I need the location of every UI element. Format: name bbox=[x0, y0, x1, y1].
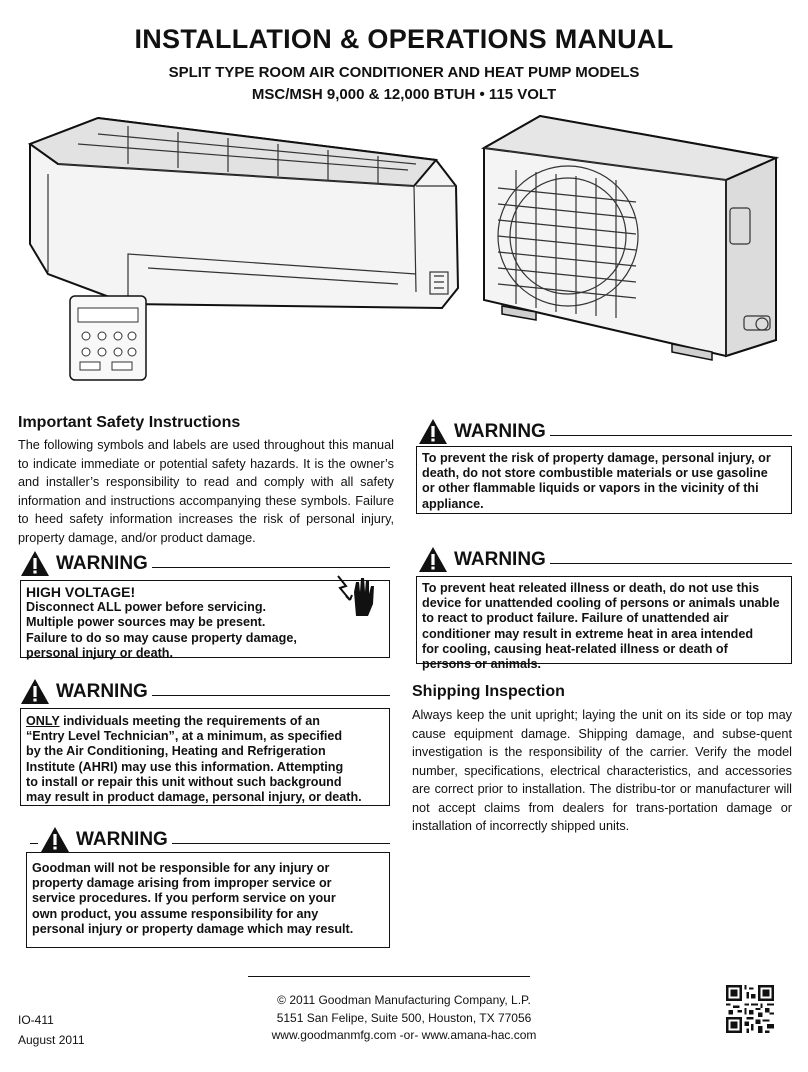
page-subtitle-line2: MSC/MSH 9,000 & 12,000 BTUH • 115 VOLT bbox=[251, 86, 557, 103]
warning-rule bbox=[549, 435, 792, 436]
warning-line: may result in product damage, personal i… bbox=[26, 790, 362, 805]
warning-triangle-icon bbox=[21, 679, 49, 704]
warning-line: Failure to do so may cause property dama… bbox=[26, 630, 297, 645]
warning-rule bbox=[151, 567, 390, 568]
warning-line: personal injury or property damage which… bbox=[32, 921, 354, 936]
warning-line: persons or animals. bbox=[422, 657, 541, 672]
warning-label: WARNING bbox=[56, 680, 148, 702]
page-subtitle-line1: SPLIT TYPE ROOM AIR CONDITIONER AND HEAT… bbox=[168, 64, 640, 81]
warning-line: to react to product failure. Failure of … bbox=[422, 611, 729, 626]
warning-rule bbox=[171, 843, 390, 844]
warning-line: To prevent the risk of property damage, … bbox=[422, 451, 771, 465]
warning-line: Multiple power sources may be present. bbox=[26, 615, 266, 630]
warning-high-voltage-header: WARNING bbox=[20, 550, 390, 577]
warning-label: WARNING bbox=[56, 552, 148, 574]
doc-date: August 2011 bbox=[18, 1033, 85, 1047]
warning-label: WARNING bbox=[454, 548, 546, 570]
warning-rule-left bbox=[30, 843, 38, 844]
warning-label: WARNING bbox=[76, 828, 168, 850]
warning-label: WARNING bbox=[454, 420, 546, 442]
warning-line: To prevent heat releated illness or deat… bbox=[422, 581, 760, 595]
shipping-body: Always keep the unit upright; laying the… bbox=[412, 708, 792, 833]
warning-line: conditioner may result in extreme heat i… bbox=[422, 626, 754, 641]
footer-company-block: © 2011 Goodman Manufacturing Company, L.… bbox=[218, 992, 590, 1045]
footer-doc-info: IO-411 August 2011 bbox=[18, 1010, 85, 1050]
warning-line: appliance. bbox=[422, 496, 484, 511]
warning-line: Institute (AHRI) may use this informatio… bbox=[26, 759, 344, 774]
warning-line-rest: individuals meeting the requirements of … bbox=[59, 714, 320, 728]
outdoor-unit-illustration bbox=[480, 114, 780, 361]
indoor-unit-illustration bbox=[27, 116, 460, 381]
warning-line: ONLY individuals meeting the requirement… bbox=[26, 714, 384, 729]
warning-heat-header: WARNING bbox=[418, 546, 792, 573]
warning-line: Disconnect ALL power before servicing. bbox=[26, 600, 267, 615]
warning-line: personal injury or death. bbox=[26, 645, 173, 660]
electric-shock-hand-icon bbox=[337, 575, 374, 616]
only-emphasis: ONLY bbox=[26, 714, 60, 728]
footer-address: 5151 San Felipe, Suite 500, Houston, TX … bbox=[276, 1010, 532, 1025]
warning-line: death, do not store combustible material… bbox=[422, 466, 768, 481]
warning-line: to install or repair this unit without s… bbox=[26, 774, 342, 789]
warning-line: Goodman will not be responsible for any … bbox=[32, 861, 330, 875]
warning-line: or other flammable liquids or vapors in … bbox=[422, 481, 759, 496]
high-voltage-title: HIGH VOLTAGE! bbox=[26, 584, 136, 600]
warning-line: service procedures. If you perform servi… bbox=[32, 891, 336, 906]
footer-rule bbox=[248, 976, 530, 977]
shipping-heading: Shipping Inspection bbox=[412, 683, 565, 700]
warning-technician-box: ONLY individuals meeting the requirement… bbox=[20, 708, 390, 806]
warning-line: device for unattended cooling of persons… bbox=[422, 596, 780, 611]
warning-heat-box: To prevent heat releated illness or deat… bbox=[416, 576, 792, 671]
warning-triangle-icon bbox=[419, 419, 447, 444]
warning-line: “Entry Level Technician”, at a minimum, … bbox=[26, 729, 343, 744]
qr-code-icon bbox=[726, 985, 774, 1033]
safety-heading: Important Safety Instructions bbox=[18, 414, 241, 431]
page-title: INSTALLATION & OPERATIONS MANUAL bbox=[134, 24, 674, 54]
warning-line: by the Air Conditioning, Heating and Ref… bbox=[26, 744, 326, 759]
doc-id: IO-411 bbox=[18, 1013, 54, 1027]
warning-line: property damage arising from improper se… bbox=[32, 876, 332, 891]
warning-triangle-icon bbox=[21, 551, 49, 576]
warning-goodman-header: WARNING bbox=[30, 826, 390, 853]
warning-triangle-icon bbox=[419, 547, 447, 572]
footer-websites: www.goodmanmfg.com -or- www.amana-hac.co… bbox=[271, 1028, 537, 1042]
warning-rule bbox=[549, 563, 792, 564]
warning-rule bbox=[151, 695, 390, 696]
warning-goodman-box: Goodman will not be responsible for any … bbox=[26, 852, 390, 948]
footer-copyright: © 2011 Goodman Manufacturing Company, L.… bbox=[277, 993, 531, 1007]
warning-fire-box: To prevent the risk of property damage, … bbox=[416, 446, 792, 514]
warning-technician-header: WARNING bbox=[20, 678, 390, 705]
warning-line: for cooling, causing heat-related illnes… bbox=[422, 641, 728, 656]
safety-body: The following symbols and labels are use… bbox=[18, 438, 394, 545]
warning-line: own product, you assume responsibility f… bbox=[32, 906, 319, 921]
warning-high-voltage-box: HIGH VOLTAGE! Disconnect ALL power befor… bbox=[20, 580, 390, 660]
warning-fire-header: WARNING bbox=[418, 418, 792, 445]
warning-triangle-icon bbox=[41, 827, 69, 852]
